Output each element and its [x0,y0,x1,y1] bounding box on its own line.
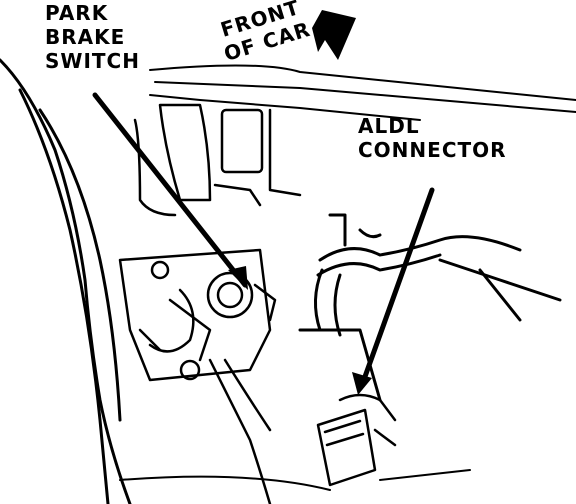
arrow-to-park-brake-switch [92,92,248,288]
dash-panel [133,103,302,217]
wiring-harness [298,213,562,402]
aldl-label-line-1: ALDL [358,114,420,138]
arrow-to-aldl-connector [359,187,435,388]
windshield-lines [149,64,576,121]
arrow-head-aldl [352,372,372,395]
aldl-connector-label: ALDL CONNECTOR [358,114,507,162]
park-brake-switch-assembly [118,248,277,504]
front-direction-arrow [312,10,356,60]
park-brake-label-line-2: BRAKE [45,25,126,49]
floor-line [119,469,471,491]
arrow-head-park-brake [228,266,248,290]
park-brake-switch-label: PARK BRAKE SWITCH [45,1,140,73]
park-brake-label-line-3: SWITCH [45,49,140,73]
callout-arrows [92,92,435,388]
aldl-label-line-2: CONNECTOR [358,138,507,162]
park-brake-label-line-1: PARK [45,1,109,25]
aldl-connector [316,393,397,487]
a-pillar [0,58,132,504]
